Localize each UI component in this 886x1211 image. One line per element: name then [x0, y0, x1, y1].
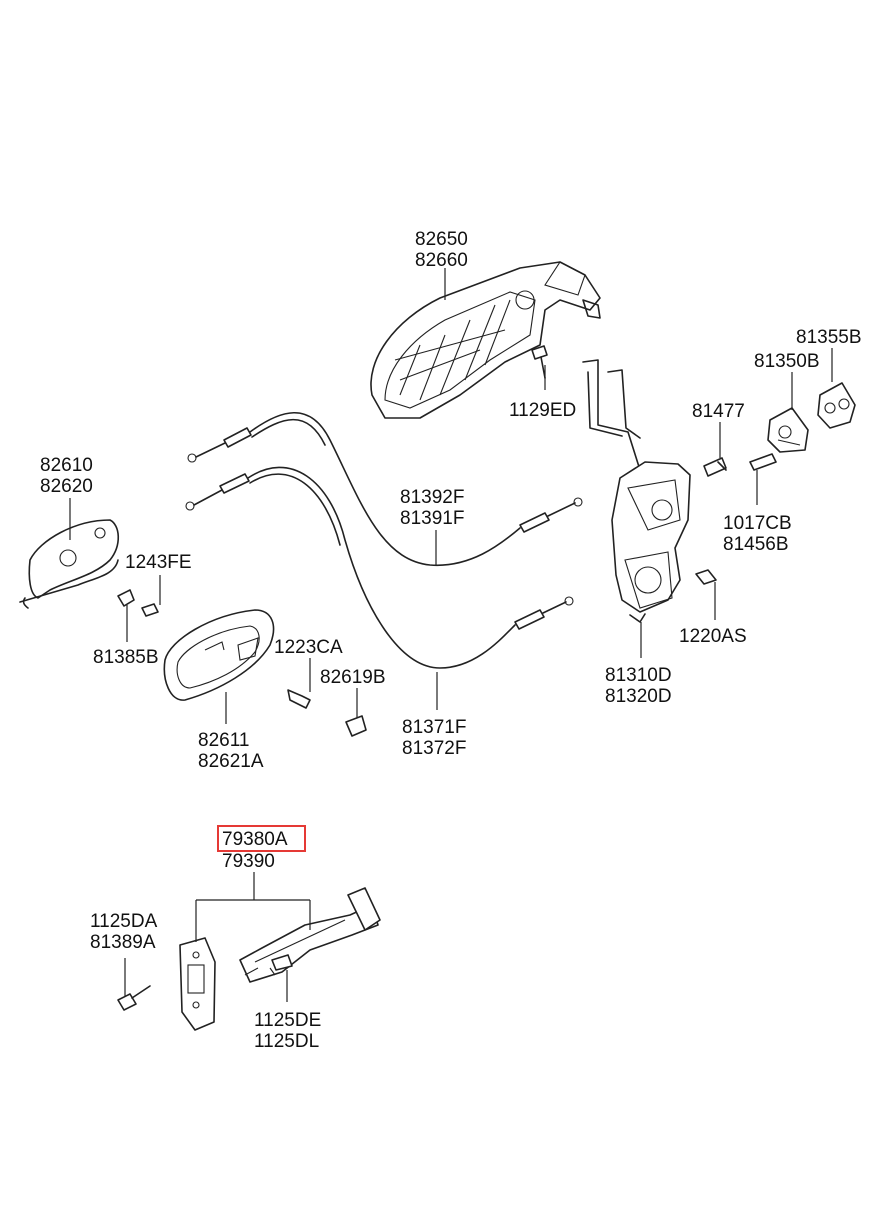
door-checker — [179, 887, 381, 1031]
bushing-plate — [817, 382, 856, 429]
label-82620: 82620 — [40, 476, 93, 497]
label-1243fe: 1243FE — [125, 552, 192, 573]
label-81355b: 81355B — [796, 327, 862, 348]
label-79380a[interactable]: 79380A — [222, 829, 288, 850]
handle-bezel — [163, 609, 275, 701]
inside-handle — [19, 519, 120, 609]
pin-1017cb — [749, 453, 777, 471]
screw-1223ca — [287, 689, 311, 709]
label-1125de: 1125DE — [254, 1010, 321, 1031]
highlight-box — [217, 825, 306, 852]
leader-lines — [69, 268, 833, 1002]
label-81371f: 81371F — [402, 717, 466, 738]
label-1125dl: 1125DL — [254, 1031, 319, 1052]
label-81350b: 81350B — [754, 351, 820, 372]
bolt-1125da — [117, 985, 151, 1011]
label-82611: 82611 — [198, 730, 249, 751]
label-81392f: 81392F — [400, 487, 464, 508]
label-82650: 82650 — [415, 229, 468, 250]
label-81372f: 81372F — [402, 738, 466, 759]
label-79390: 79390 — [222, 851, 275, 872]
outside-door-handle — [370, 261, 601, 419]
label-1017cb: 1017CB — [723, 513, 792, 534]
label-81391f: 81391F — [400, 508, 464, 529]
upper-cable — [187, 412, 583, 566]
door-latch — [582, 359, 691, 623]
label-1125da: 1125DA — [90, 911, 158, 932]
label-81310d: 81310D — [605, 665, 672, 686]
bolt-81477 — [703, 457, 727, 477]
screw-1220as — [695, 569, 717, 585]
label-81389a: 81389A — [90, 932, 156, 953]
lower-cable — [185, 466, 574, 669]
clip-81385b — [117, 589, 135, 607]
label-1223ca: 1223CA — [274, 637, 343, 658]
label-81385b: 81385B — [93, 647, 159, 668]
label-82621a: 82621A — [198, 751, 264, 772]
striker-bracket — [767, 407, 809, 453]
label-81456b: 81456B — [723, 534, 789, 555]
label-81320d: 81320D — [605, 686, 672, 707]
label-1129ed: 1129ED — [509, 400, 576, 421]
screw-1243fe — [141, 603, 159, 617]
cap-82619b — [345, 715, 367, 737]
part-labels: 82650 82660 1129ED 81355B 81350B 81477 1… — [40, 229, 862, 1052]
screw-1129ed — [531, 345, 548, 379]
label-82619b: 82619B — [320, 667, 386, 688]
label-82660: 82660 — [415, 250, 468, 271]
label-82610: 82610 — [40, 455, 93, 476]
label-81477: 81477 — [692, 401, 745, 422]
label-1220as: 1220AS — [679, 626, 747, 647]
